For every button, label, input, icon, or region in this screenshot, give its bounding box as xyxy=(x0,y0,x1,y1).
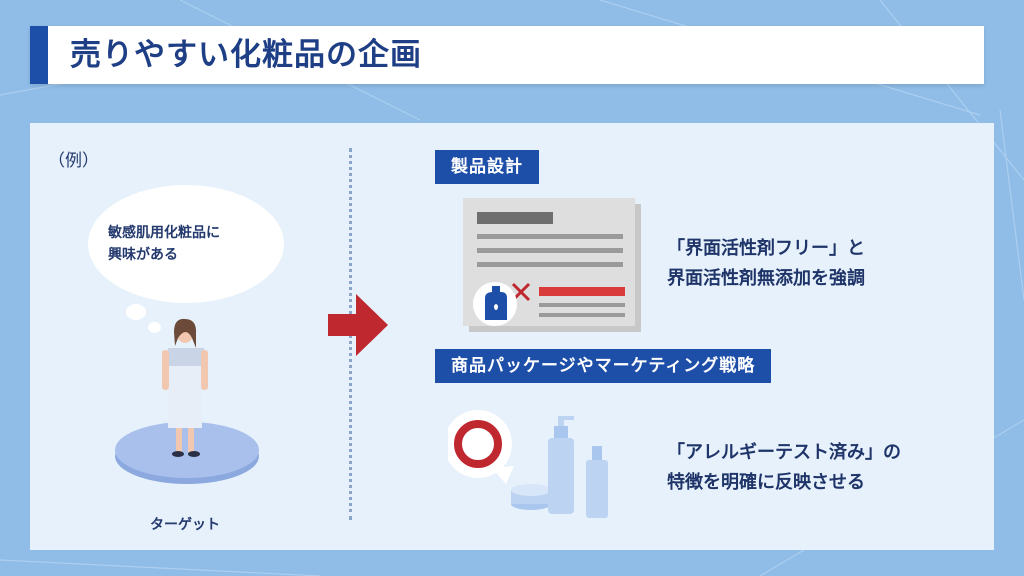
thought-bubble-text: 敏感肌用化粧品に 興味がある xyxy=(108,222,268,266)
thought-dot-large xyxy=(126,304,146,320)
title-bar: 売りやすい化粧品の企画 xyxy=(30,26,984,84)
circle-mark-icon xyxy=(448,410,514,484)
thought-bubble xyxy=(88,185,284,303)
cosmetic-bottles-icon xyxy=(448,410,608,518)
example-label: （例） xyxy=(48,151,99,171)
section-2-description: 「アレルギーテスト済み」の 特徴を明確に反映させる xyxy=(667,438,901,498)
section-1-description: 「界面活性剤フリー」と 界面活性剤無添加を強調 xyxy=(667,234,865,294)
person-icon xyxy=(115,318,259,484)
arrow-right-icon xyxy=(328,294,388,356)
thought-line-2: 興味がある xyxy=(108,247,178,263)
tag-package-marketing: 商品パッケージやマーケティング戦略 xyxy=(435,349,772,383)
section-2-desc-line-1: 「アレルギーテスト済み」の xyxy=(667,442,901,463)
tag-product-design: 製品設計 xyxy=(435,150,539,184)
title-accent-bar xyxy=(30,26,48,84)
detergent-bottle-icon xyxy=(473,282,517,326)
section-2-desc-line-2: 特徴を明確に反映させる xyxy=(667,472,865,493)
document-icon xyxy=(463,198,641,332)
section-1-desc-line-1: 「界面活性剤フリー」と xyxy=(667,238,865,259)
target-label: ターゲット xyxy=(150,517,220,533)
thought-dot-small xyxy=(148,322,161,333)
page-title: 売りやすい化粧品の企画 xyxy=(70,37,422,73)
thought-line-1: 敏感肌用化粧品に xyxy=(108,225,220,241)
section-1-desc-line-2: 界面活性剤無添加を強調 xyxy=(667,268,865,289)
